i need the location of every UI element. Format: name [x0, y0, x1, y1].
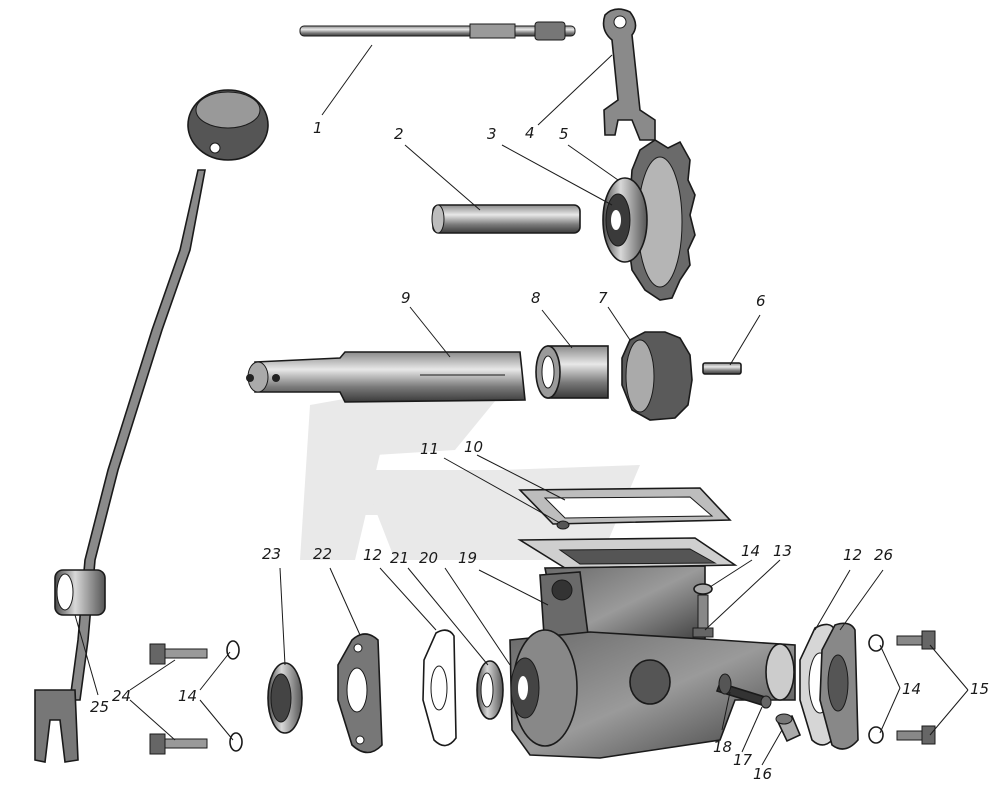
- part-4-fork-lever: [602, 8, 656, 141]
- part-labels: 1 2 3 4 5 6 7 8 9 10 11 12 12 13 14 14 1…: [90, 119, 989, 783]
- part-26-cover: [819, 622, 859, 750]
- label-part-11: 11: [420, 440, 439, 458]
- part-14-washers-right: [868, 634, 884, 744]
- part-23-ring: [267, 662, 303, 734]
- part-16-plug: [775, 713, 802, 743]
- label-part-4: 4: [525, 124, 535, 142]
- label-part-15: 15: [970, 680, 989, 698]
- label-part-12-right: 12: [843, 546, 862, 564]
- part-10-gasket: [518, 487, 732, 525]
- label-part-1: 1: [313, 119, 323, 137]
- leader-lines: [74, 44, 969, 766]
- label-part-7: 7: [598, 289, 608, 307]
- part-21-seal: [476, 660, 504, 720]
- part-13-bolt: [692, 594, 714, 638]
- label-part-23: 23: [262, 545, 281, 563]
- label-part-14-top: 14: [741, 542, 760, 560]
- label-part-3: 3: [487, 125, 497, 143]
- part-17-spring: [760, 695, 772, 709]
- label-part-17: 17: [733, 751, 753, 769]
- part-25-gear-lever: [34, 89, 269, 763]
- label-part-16: 16: [753, 765, 772, 783]
- part-14-washers-left: [226, 640, 243, 752]
- label-part-14-left: 14: [178, 687, 197, 705]
- label-part-22: 22: [313, 545, 332, 563]
- part-9-splined-shaft: [246, 351, 526, 403]
- part-6-key: [702, 362, 742, 375]
- housing-body: [509, 629, 796, 759]
- part-22-flange: [337, 633, 383, 754]
- part-15-bolts-right: [896, 630, 936, 745]
- part-12-gasket-left: [422, 629, 457, 747]
- part-8-sleeve: [535, 345, 609, 399]
- part-24-bolts-left: [149, 643, 208, 755]
- label-part-5: 5: [559, 125, 569, 143]
- label-part-12-left: 12: [363, 546, 382, 564]
- label-part-19: 19: [458, 549, 477, 567]
- label-part-10: 10: [464, 438, 483, 456]
- watermark-logo: [300, 390, 640, 560]
- label-part-6: 6: [756, 292, 766, 310]
- part-14-washer-top: [693, 583, 713, 595]
- label-part-14-right: 14: [902, 680, 921, 698]
- part-3-collar: [602, 177, 648, 263]
- label-part-9: 9: [401, 289, 411, 307]
- label-part-18: 18: [713, 738, 732, 756]
- part-2-pin: [431, 204, 581, 234]
- part-19-housing: [517, 537, 738, 651]
- label-part-21: 21: [390, 549, 409, 567]
- part-7-small-gear: [621, 331, 693, 421]
- part-18-screw: [715, 673, 767, 706]
- part-1-shaft: [299, 21, 576, 41]
- label-part-26: 26: [874, 546, 893, 564]
- label-part-2: 2: [394, 125, 404, 143]
- label-part-20: 20: [419, 549, 438, 567]
- label-part-25: 25: [90, 698, 109, 716]
- label-part-24: 24: [112, 687, 131, 705]
- label-part-13: 13: [773, 542, 792, 560]
- label-part-8: 8: [531, 289, 541, 307]
